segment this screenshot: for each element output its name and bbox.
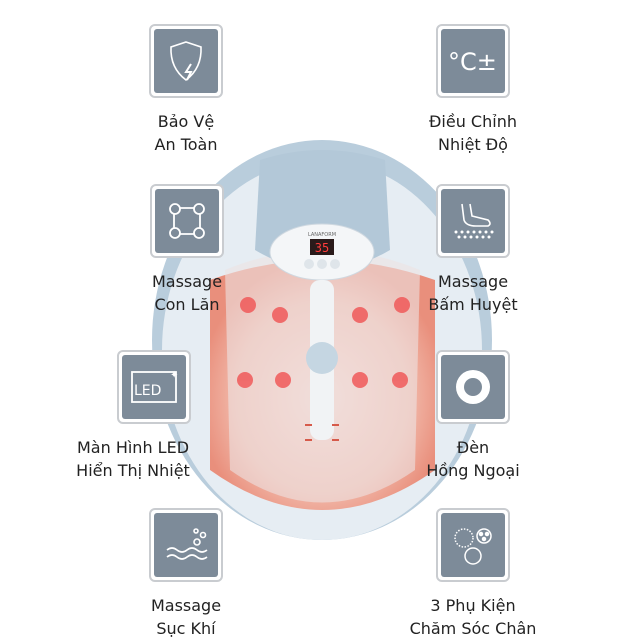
svg-text:✦: ✦ <box>170 370 178 381</box>
feature-icon-box <box>436 350 510 424</box>
control-button[interactable] <box>304 259 314 269</box>
feature-icon-box <box>150 184 224 258</box>
feature-label: Màn Hình LED <box>76 438 190 457</box>
feature-safety-protection: Bảo Vệ An Toàn <box>116 24 256 156</box>
bubbles-waves-icon <box>166 528 208 560</box>
feature-label: Bấm Huyệt <box>428 295 518 314</box>
led-display-icon: LED ✦ <box>131 370 178 403</box>
feature-icon-box <box>149 24 223 98</box>
foot-spa-product-image: LANAFORM 35 <box>152 140 492 540</box>
feature-label: Hiển Thị Nhiệt <box>76 461 190 480</box>
feature-label: Massage <box>437 272 509 291</box>
attachments-icon <box>454 528 492 565</box>
svg-text:°C±: °C± <box>448 48 497 76</box>
feature-label: Massage <box>150 596 222 615</box>
feature-label: An Toàn <box>154 135 218 154</box>
brand-label: LANAFORM <box>308 232 336 238</box>
feature-label: Con Lăn <box>154 295 220 314</box>
feature-icon-box: °C± <box>436 24 510 98</box>
feature-icon-box <box>436 508 510 582</box>
control-button[interactable] <box>317 259 327 269</box>
feature-label: Sục Khí <box>156 619 216 638</box>
feature-label: Đèn <box>456 438 490 457</box>
feature-icon-box <box>149 508 223 582</box>
feature-led-display: LED ✦ Màn Hình LED Hiển Thị Nhiệt <box>38 350 228 482</box>
feature-label: Nhiệt Độ <box>438 135 508 154</box>
led-display: 35 <box>315 241 329 255</box>
feature-label: 3 Phụ Kiện <box>430 596 516 615</box>
feature-label: Bảo Vệ <box>157 112 215 131</box>
rollers-icon <box>169 203 205 239</box>
infrared-ring-icon <box>456 370 490 404</box>
feature-label: Massage <box>151 272 223 291</box>
foot-acupressure-icon <box>454 203 494 239</box>
feature-icon-box <box>436 184 510 258</box>
feature-label: Hồng Ngoại <box>426 461 520 480</box>
shield-lightning-icon <box>170 41 202 82</box>
control-button[interactable] <box>330 259 340 269</box>
feature-icon-box: LED ✦ <box>117 350 191 424</box>
svg-text:LED: LED <box>134 383 161 399</box>
temperature-icon: °C± <box>448 48 497 76</box>
feature-label: Điều Chỉnh <box>429 112 517 131</box>
feature-label: Chăm Sóc Chân <box>409 619 537 638</box>
